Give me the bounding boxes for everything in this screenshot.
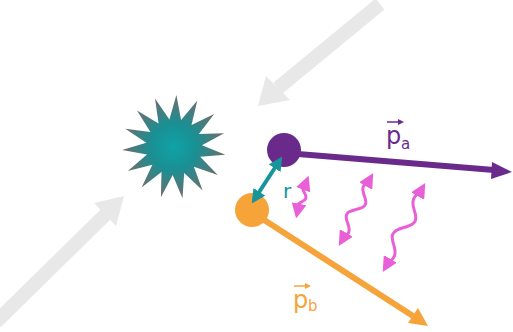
separation-arrow [254, 160, 280, 200]
interaction-wave [385, 187, 423, 268]
incoming-beam [0, 196, 124, 322]
momentum-symbol: p [386, 124, 401, 148]
momentum-arrow [298, 154, 512, 179]
momentum-symbol: p [293, 288, 308, 312]
collision-burst [122, 95, 225, 198]
interaction-waves [297, 177, 423, 268]
interaction-wave [297, 180, 307, 214]
particle-a [267, 133, 301, 167]
particle-b [235, 193, 269, 227]
momentum-arrow [258, 216, 428, 326]
momentum-subscript: a [401, 137, 410, 152]
momentum-subscript: b [308, 299, 318, 314]
separation-label: r [283, 181, 291, 201]
interaction-wave [341, 177, 371, 242]
incoming-beam [258, 4, 380, 106]
